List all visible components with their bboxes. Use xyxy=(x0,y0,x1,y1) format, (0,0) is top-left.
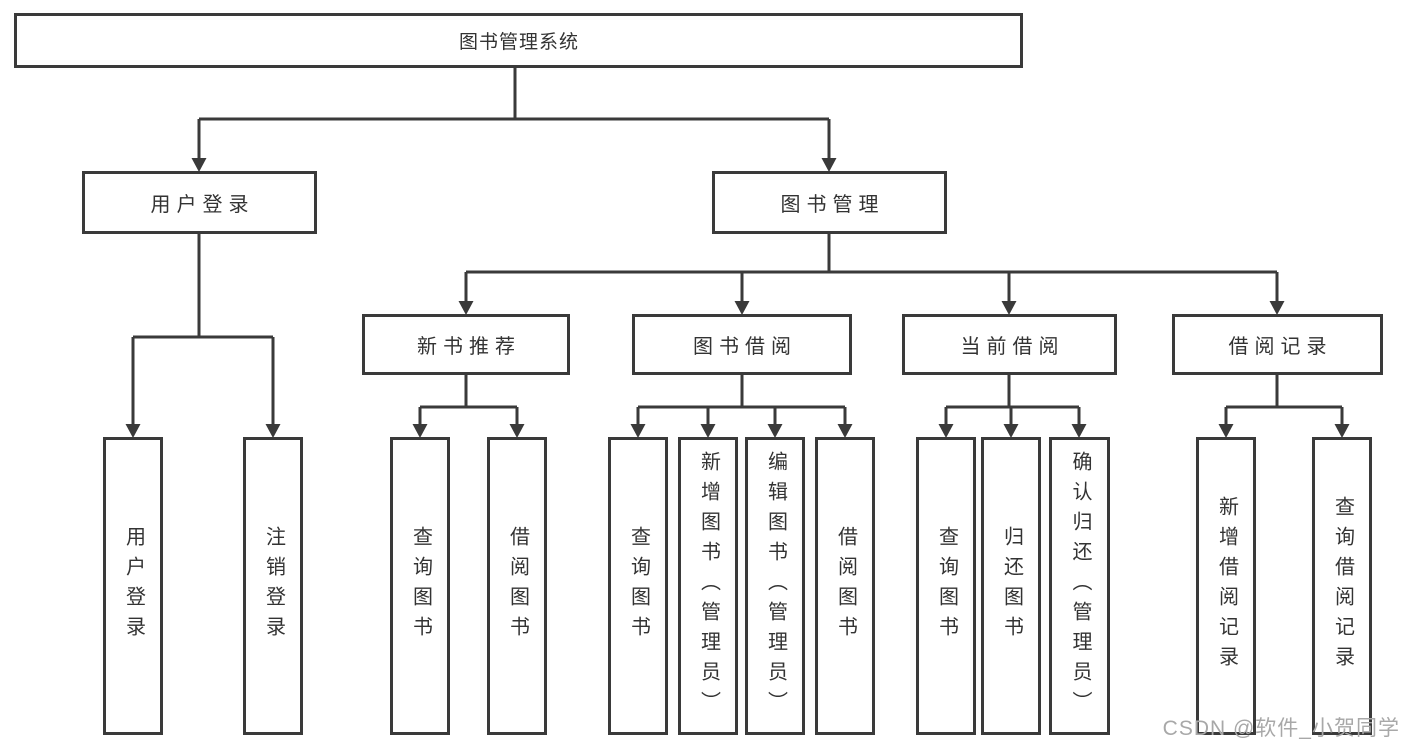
node-borrowing-records: 借阅记录 xyxy=(1172,314,1383,375)
node-leaf-user-login: 用户登录 xyxy=(103,437,163,735)
node-leaf-add-book-admin: 新增图书（管理员） xyxy=(678,437,738,735)
node-label: 当前借阅 xyxy=(960,336,1065,358)
node-leaf-borrow-books: 借阅图书 xyxy=(815,437,875,735)
node-leaf-query-borrow-record: 查询借阅记录 xyxy=(1312,437,1372,735)
connector-new-book-recommendation-to-leaves xyxy=(412,375,525,438)
connector-book-borrowing-to-leaves xyxy=(630,375,853,438)
node-label: 确认归还（管理员） xyxy=(1069,451,1091,721)
node-new-book-recommendation: 新书推荐 xyxy=(362,314,570,375)
node-label: 查询图书 xyxy=(627,526,650,646)
node-book-borrowing: 图书借阅 xyxy=(632,314,852,375)
node-label: 图书管理 xyxy=(780,194,885,216)
node-label: 用户登录 xyxy=(122,526,145,646)
node-leaf-confirm-return-admin: 确认归还（管理员） xyxy=(1049,437,1110,735)
node-leaf-borrow-books-recommend: 借阅图书 xyxy=(487,437,547,735)
node-leaf-query-books-borrowing: 查询图书 xyxy=(608,437,668,735)
node-label: 图书管理系统 xyxy=(458,32,579,53)
connector-root-to-level2 xyxy=(191,68,837,172)
node-label: 查询图书 xyxy=(409,526,432,646)
node-label: 归还图书 xyxy=(1000,526,1023,646)
connector-user-login-to-leaves xyxy=(125,234,281,438)
node-label: 查询借阅记录 xyxy=(1331,496,1354,676)
node-label: 借阅图书 xyxy=(834,526,857,646)
node-label: 注销登录 xyxy=(262,526,285,646)
node-leaf-edit-book-admin: 编辑图书（管理员） xyxy=(745,437,805,735)
connector-book-management-to-level3 xyxy=(458,234,1285,315)
csdn-watermark: CSDN @软件_小贺同学 xyxy=(1162,717,1400,740)
node-label: 用户登录 xyxy=(150,194,255,216)
node-leaf-return-books: 归还图书 xyxy=(981,437,1041,735)
node-leaf-add-borrow-record: 新增借阅记录 xyxy=(1196,437,1256,735)
node-leaf-query-books-current: 查询图书 xyxy=(916,437,976,735)
node-label: 图书借阅 xyxy=(693,336,797,358)
connector-current-borrowing-to-leaves xyxy=(938,375,1087,438)
node-label: 借阅记录 xyxy=(1228,336,1333,358)
node-user-login-branch: 用户登录 xyxy=(82,171,317,234)
node-leaf-logout: 注销登录 xyxy=(243,437,303,735)
node-label: 新增借阅记录 xyxy=(1215,496,1238,676)
node-label: 借阅图书 xyxy=(506,526,529,646)
node-current-borrowing: 当前借阅 xyxy=(902,314,1117,375)
node-label: 编辑图书（管理员） xyxy=(764,451,787,721)
node-leaf-query-books-recommend: 查询图书 xyxy=(390,437,450,735)
node-root-library-management-system: 图书管理系统 xyxy=(14,13,1023,68)
node-book-management-branch: 图书管理 xyxy=(712,171,947,234)
node-label: 新增图书（管理员） xyxy=(697,451,720,721)
node-label: 查询图书 xyxy=(935,526,958,646)
node-label: 新书推荐 xyxy=(417,336,521,358)
connector-borrowing-records-to-leaves xyxy=(1218,375,1350,438)
